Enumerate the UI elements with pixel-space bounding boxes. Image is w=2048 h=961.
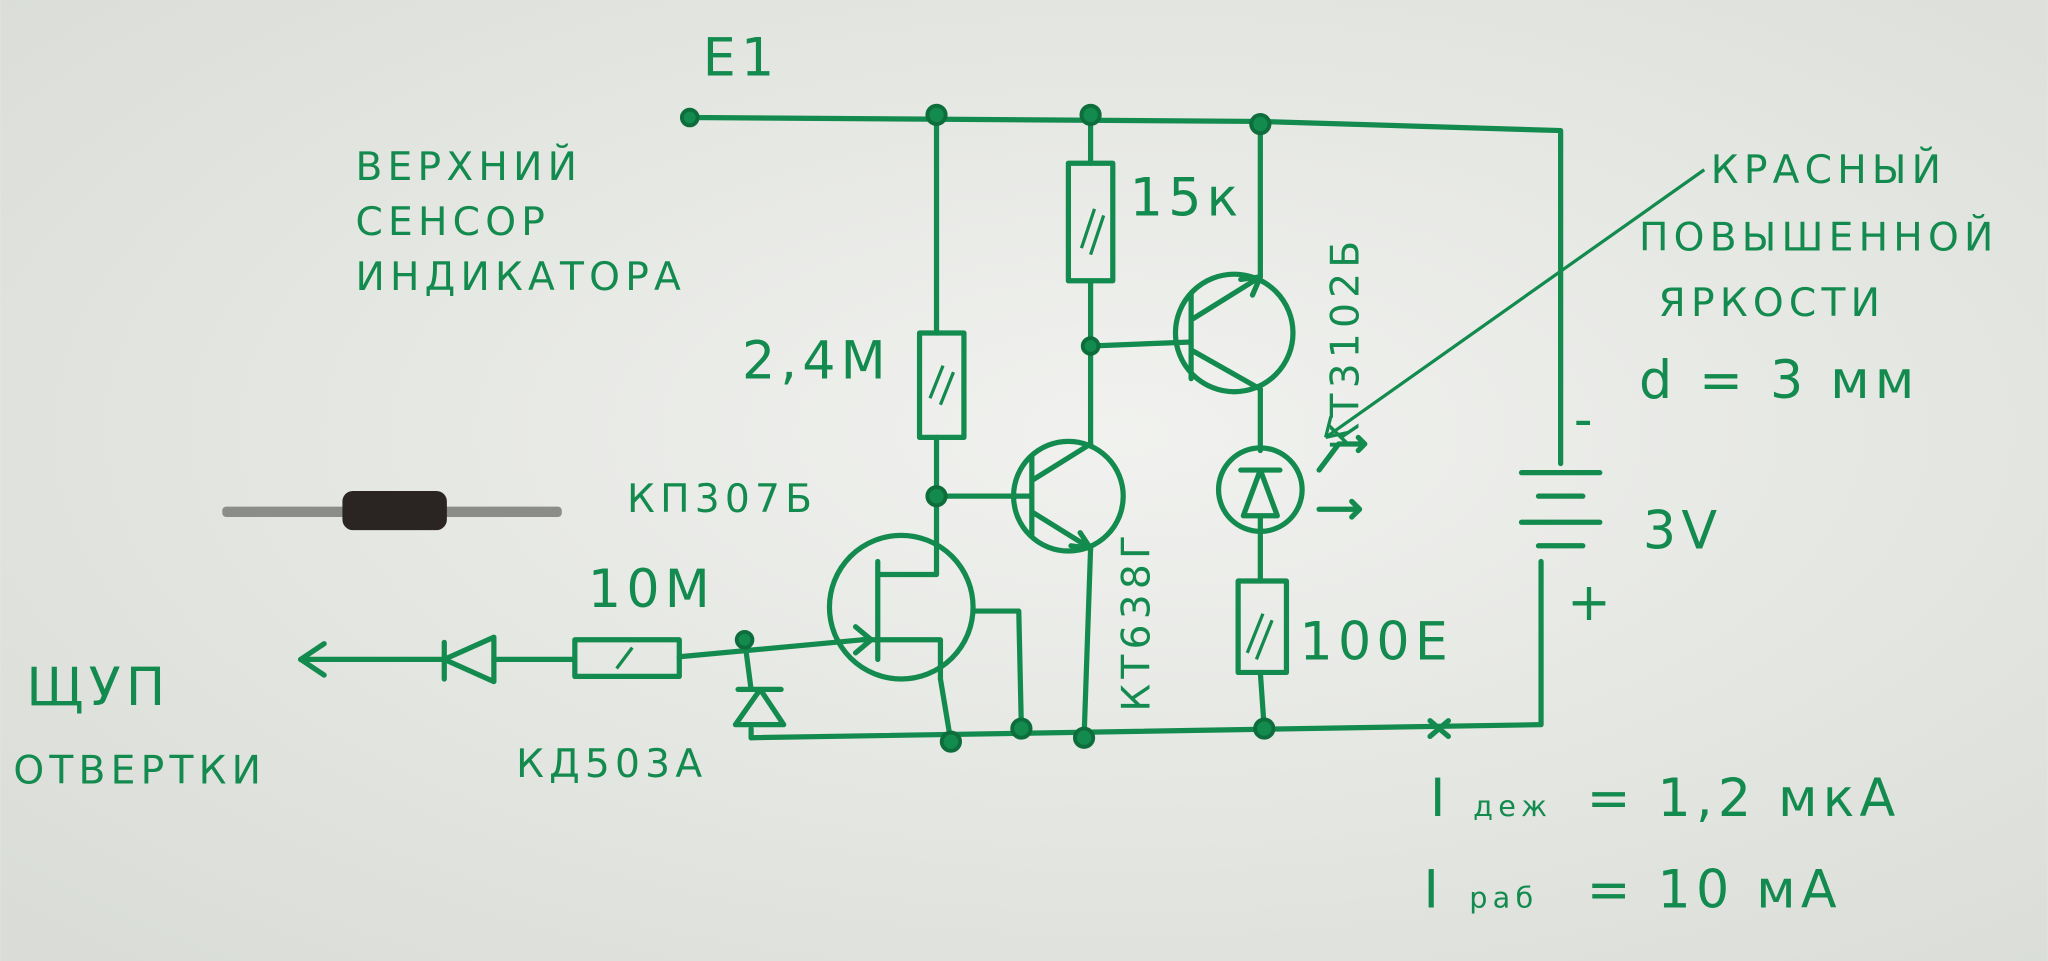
jfet-kp307b — [826, 532, 976, 682]
diode-input — [441, 634, 497, 685]
r-15k-label: 15к — [1130, 168, 1244, 228]
current-subscript: раб — [1469, 880, 1538, 914]
probe-arrow-icon — [298, 641, 327, 678]
battery-3v — [1518, 470, 1603, 549]
battery-minus-label: - — [1574, 390, 1598, 450]
terminal-e1-label: E1 — [703, 29, 780, 89]
battery-voltage-label: 3V — [1643, 501, 1722, 561]
r-100e-label: 100Е — [1300, 612, 1454, 672]
current-value: = 10 мА — [1587, 860, 1842, 920]
jfet-label: КП307Б — [627, 477, 817, 522]
resistor-10m — [572, 637, 682, 679]
current-symbol: I — [1424, 860, 1445, 920]
current-symbol: I — [1430, 769, 1451, 829]
led-red — [1215, 434, 1368, 535]
led-label-line1: КРАСНЫЙ — [1711, 146, 1946, 193]
standby-current: I деж = 1,2 мкА — [1430, 769, 1901, 829]
battery-plus-label: + — [1567, 573, 1616, 633]
sensor-label-line2: СЕНСОР — [355, 200, 550, 245]
r-2-4m-label: 2,4М — [742, 332, 891, 392]
probe-label-line2: ОТВЕРТКИ — [13, 748, 266, 793]
diode-kd503a-label: КД503А — [516, 742, 707, 787]
resistor-100e — [1235, 578, 1290, 676]
probe-label-line1: ЩУП — [26, 658, 170, 718]
operating-current: I раб = 10 мА — [1424, 860, 1842, 920]
diode-photo — [222, 490, 562, 531]
kt638g-label: КТ638Г — [1114, 530, 1159, 712]
r-10m-label: 10М — [588, 560, 715, 620]
transistor-kt3102b — [1172, 271, 1296, 395]
kt3102b-label: КТ3102Б — [1323, 236, 1368, 451]
sensor-label-line1: ВЕРХНИЙ — [355, 143, 582, 190]
led-diameter-label: d = 3 мм — [1639, 351, 1919, 411]
junction-nodes — [679, 103, 1276, 753]
transistor-kt638g — [1010, 438, 1126, 554]
led-label-line3: ЯРКОСТИ — [1659, 281, 1886, 326]
current-subscript: деж — [1473, 789, 1552, 823]
led-pointer-arrow — [1324, 168, 1706, 440]
current-value: = 1,2 мкА — [1587, 769, 1901, 829]
sensor-label-line3: ИНДИКАТОРА — [355, 255, 686, 300]
led-label-line2: ПОВЫШЕННОЙ — [1639, 214, 1999, 261]
diode-kd503a — [732, 686, 787, 741]
resistor-15k — [1065, 160, 1116, 284]
resistor-2-4m — [916, 330, 967, 441]
